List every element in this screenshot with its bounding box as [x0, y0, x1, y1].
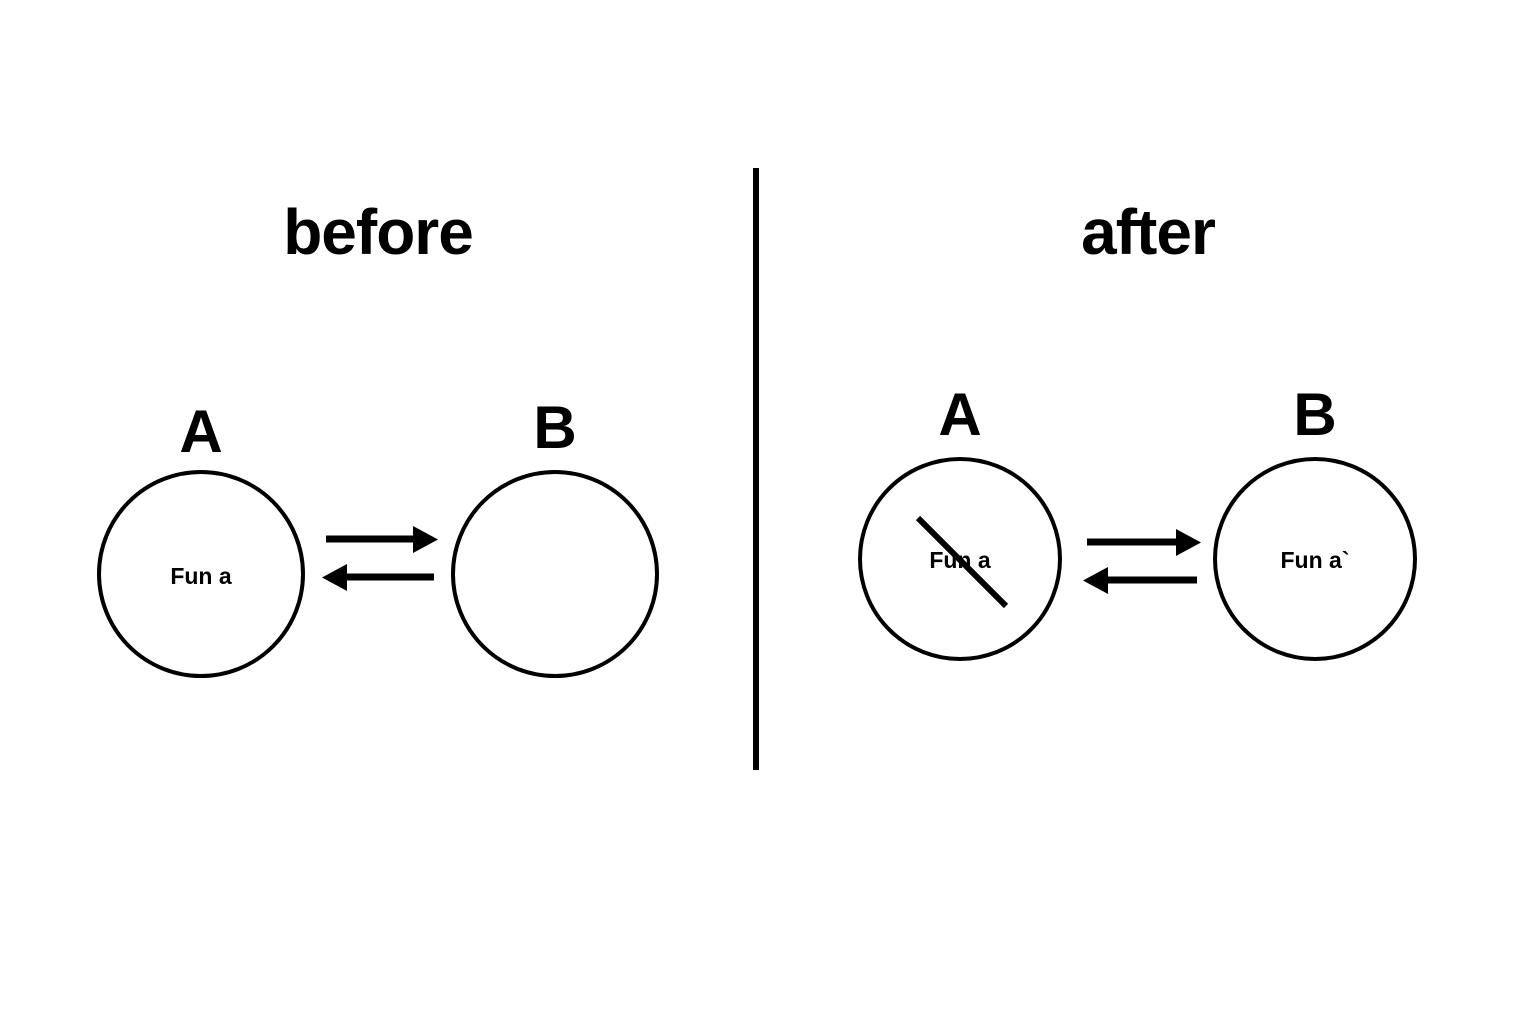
arrow-left-before [322, 564, 434, 591]
node-content-after-a: Fun a [929, 547, 991, 573]
panel-title-after: after [1081, 196, 1216, 268]
node-circle-after-b [1213, 457, 1417, 661]
node-content-after-b: Fun a` [1280, 547, 1350, 573]
node-circle-before-a [97, 470, 305, 678]
node-label-before-b: B [533, 394, 577, 461]
arrow-pair-before [320, 520, 440, 600]
node-label-after-a: A [938, 381, 982, 448]
arrow-left-after [1083, 567, 1197, 594]
arrow-right-before [326, 526, 438, 553]
node-label-after-b: B [1293, 381, 1337, 448]
panel-divider [753, 168, 759, 770]
arrow-right-after [1087, 529, 1201, 556]
node-label-before-a: A [179, 398, 223, 465]
arrow-pair-after [1081, 522, 1203, 602]
node-circle-before-b [451, 470, 659, 678]
node-content-before-a: Fun a [170, 563, 232, 589]
panel-title-before: before [283, 196, 474, 268]
